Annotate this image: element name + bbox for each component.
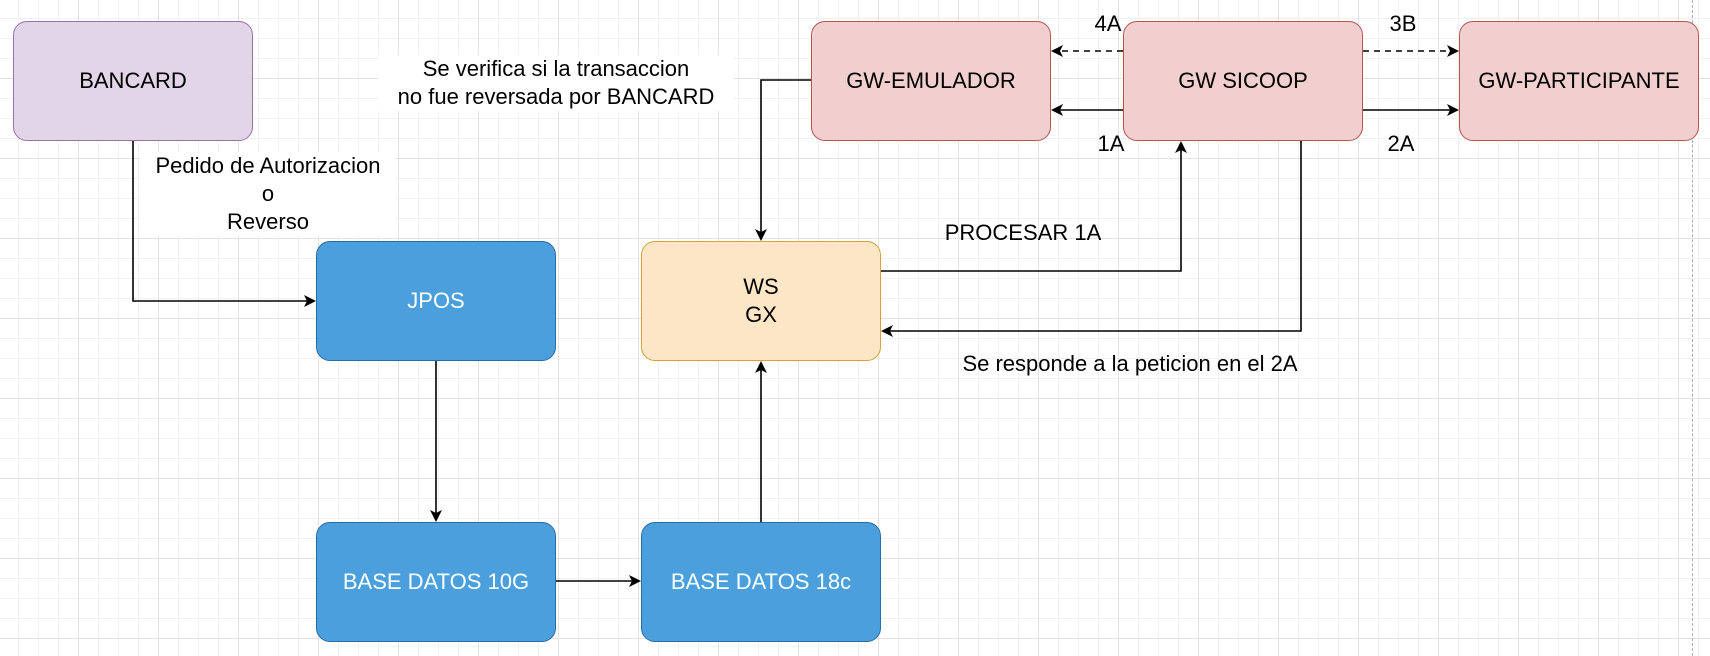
edge-emulador-wsgx (755, 79, 811, 241)
label-verifica-transaccion: Se verifica si la transaccion no fue rev… (378, 55, 734, 111)
edge-sicoop-wsgx (881, 141, 1302, 337)
page-boundary (1692, 0, 1693, 656)
node-gw-participante[interactable]: GW-PARTICIPANTE (1459, 21, 1699, 141)
node-gw-emulador[interactable]: GW-EMULADOR (811, 21, 1051, 141)
label-procesar-1a: PROCESAR 1A (944, 220, 1102, 245)
label-edge-2a: 2A (1387, 131, 1415, 156)
node-bancard[interactable]: BANCARD (13, 21, 253, 141)
label-edge-3b: 3B (1389, 11, 1417, 36)
label-edge-4a: 4A (1094, 11, 1122, 36)
label-edge-1a: 1A (1097, 131, 1125, 156)
node-base-datos-10g[interactable]: BASE DATOS 10G (316, 522, 556, 642)
label-responde-2a: Se responde a la peticion en el 2A (962, 351, 1298, 376)
edge-bancard-jpos (132, 141, 316, 307)
edge-wsgx-sicoop (881, 141, 1187, 272)
node-jpos[interactable]: JPOS (316, 241, 556, 361)
label-pedido-autorizacion: Pedido de Autorizacion o Reverso (140, 152, 396, 236)
node-gw-sicoop[interactable]: GW SICOOP (1123, 21, 1363, 141)
node-ws-gx[interactable]: WS GX (641, 241, 881, 361)
node-base-datos-18c[interactable]: BASE DATOS 18c (641, 522, 881, 642)
